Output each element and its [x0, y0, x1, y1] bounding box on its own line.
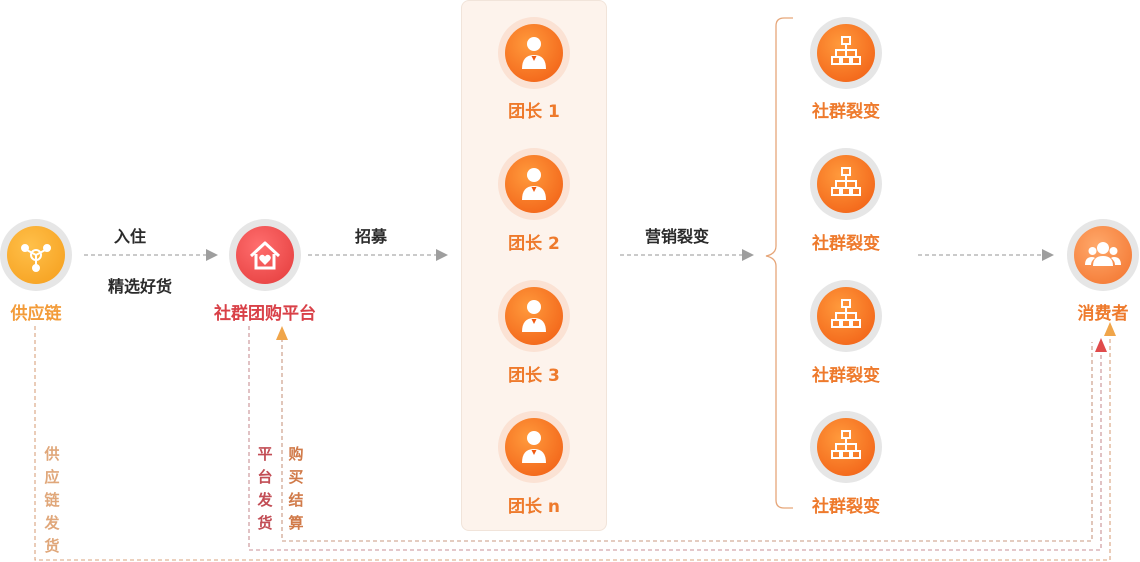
fission-label-3: 社群裂变 — [812, 366, 880, 386]
supply-chain-ship-label: 供应链发货 — [44, 445, 60, 555]
platform-ship-line — [248, 326, 1102, 551]
leader-node-1 — [498, 17, 570, 89]
org-chart-icon — [831, 430, 861, 459]
purchase-settle-label: 购买结算 — [288, 445, 304, 532]
person-icon — [522, 168, 546, 200]
platform-label: 社群团购平台 — [214, 304, 316, 324]
org-chart-icon — [831, 299, 861, 328]
edge-label-select-goods: 精选好货 — [107, 277, 172, 296]
consumer-node — [1067, 219, 1139, 291]
leader-node-3 — [498, 280, 570, 352]
edge-label-marketing: 营销裂变 — [644, 227, 709, 246]
fission-node-4 — [810, 411, 882, 483]
network-icon — [21, 244, 51, 272]
supply-chain-label: 供应链 — [10, 304, 62, 324]
flow-arrowheads — [206, 249, 1054, 261]
leader-label-n: 团长 n — [507, 497, 561, 517]
fission-node-1 — [810, 17, 882, 89]
fission-label-4: 社群裂变 — [812, 497, 880, 517]
platform-ship-label: 平台发货 — [257, 445, 273, 532]
fission-label-1: 社群裂变 — [812, 102, 880, 122]
leader-node-2 — [498, 148, 570, 220]
fission-label-2: 社群裂变 — [812, 234, 880, 254]
supply-chain-ship-line — [34, 326, 1111, 561]
person-icon — [522, 431, 546, 463]
edge-label-enter: 入住 — [113, 227, 146, 246]
supply-chain-node — [0, 219, 72, 291]
person-icon — [522, 300, 546, 332]
purchase-settle-line — [281, 338, 1093, 542]
leader-label-3: 团长 3 — [508, 366, 560, 386]
arrowhead-supply — [1104, 322, 1116, 336]
edge-label-recruit: 招募 — [354, 227, 387, 246]
house-heart-icon — [249, 241, 281, 270]
fission-bracket — [765, 17, 793, 509]
users-icon — [1085, 242, 1121, 266]
fission-node-2 — [810, 148, 882, 220]
fission-node-3 — [810, 280, 882, 352]
platform-node — [229, 219, 301, 291]
leader-label-2: 团长 2 — [508, 234, 560, 254]
org-chart-icon — [831, 36, 861, 65]
arrowhead-platform — [1095, 338, 1107, 352]
org-chart-icon — [831, 167, 861, 196]
leader-label-1: 团长 1 — [508, 102, 560, 122]
consumer-label: 消费者 — [1077, 304, 1129, 324]
person-icon — [522, 37, 546, 69]
arrowhead-purchase — [276, 326, 288, 340]
leader-node-n — [498, 411, 570, 483]
